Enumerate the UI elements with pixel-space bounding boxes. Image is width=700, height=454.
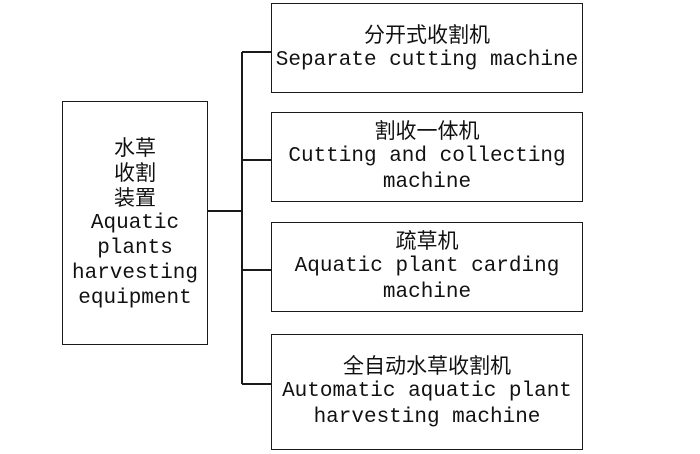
root-en-line-1: Aquatic xyxy=(90,211,180,235)
root-en-line-4: equipment xyxy=(78,286,192,310)
child-node-cutting-and-collecting-machine: 割收一体机 Cutting and collecting machine xyxy=(271,112,583,202)
child-node-cn-label: 割收一体机 xyxy=(374,119,480,143)
child-node-aquatic-plant-carding-machine: 疏草机 Aquatic plant carding machine xyxy=(271,222,583,312)
root-node-aquatic-plants-harvesting-equipment: 水草 收割 装置 Aquatic plants harvesting equip… xyxy=(62,101,208,345)
root-en-line-3: harvesting xyxy=(71,261,199,285)
child-node-en-label: Separate cutting machine xyxy=(275,49,579,72)
root-en-line-2: plants xyxy=(97,236,173,260)
child-node-en-label: Aquatic plant carding machine xyxy=(294,255,560,304)
child-node-cn-label: 疏草机 xyxy=(395,229,459,253)
root-cn-line-3: 装置 xyxy=(114,185,156,210)
root-cn-line-1: 水草 xyxy=(114,135,156,160)
child-node-cn-label: 全自动水草收割机 xyxy=(343,354,511,378)
child-node-en-label: Automatic aquatic plant harvesting machi… xyxy=(282,380,572,429)
child-node-cn-label: 分开式收割机 xyxy=(364,23,490,47)
child-node-automatic-aquatic-plant-harvesting-machine: 全自动水草收割机 Automatic aquatic plant harvest… xyxy=(271,334,583,450)
child-node-separate-cutting-machine: 分开式收割机 Separate cutting machine xyxy=(271,3,583,93)
root-cn-line-2: 收割 xyxy=(114,160,156,185)
child-node-en-label: Cutting and collecting machine xyxy=(288,145,566,194)
